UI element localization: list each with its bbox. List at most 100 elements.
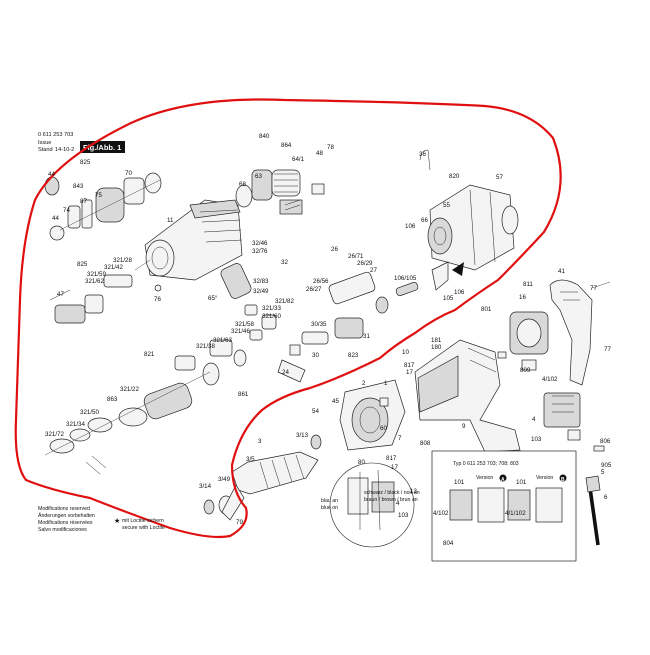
gear-parts-840: [235, 169, 325, 215]
label-30: 30: [312, 352, 319, 359]
label-26-29: 26/29: [357, 260, 373, 267]
label-44-a: 44: [48, 171, 55, 178]
label-321-62: 321/62: [85, 278, 104, 285]
version-b-badge: B: [561, 477, 565, 483]
label-861: 861: [238, 391, 249, 398]
label-321-33: 321/33: [262, 305, 281, 312]
label-77-b: 77: [604, 346, 611, 353]
wiring-detail-inset: [329, 462, 415, 548]
label-3-14: 3/14: [199, 483, 212, 490]
label-801: 801: [481, 306, 492, 313]
label-180: 180: [431, 344, 442, 351]
label-811: 811: [523, 281, 533, 288]
label-825-top: 825: [80, 159, 91, 166]
label-79: 79: [236, 519, 243, 526]
label-68: 68: [239, 181, 246, 188]
label-26-27: 26/27: [306, 286, 322, 293]
label-65-deg: 65°: [208, 295, 218, 302]
label-321-82: 321/82: [275, 298, 294, 305]
label-36: 36: [419, 151, 426, 158]
label-321-28: 321/28: [113, 257, 132, 264]
part-75: [123, 177, 145, 205]
label-321-22: 321/22: [120, 386, 139, 393]
label-3: 3: [258, 438, 262, 445]
handle-41: [549, 279, 611, 386]
callout-labels: 840 864 64/1 48 78 825 843 70 75 87 74 4…: [45, 133, 612, 547]
label-80: 80: [358, 459, 365, 466]
part-70-ring: [144, 172, 162, 194]
label-4: 4: [532, 416, 536, 423]
label-863: 863: [107, 396, 118, 403]
label-809: 809: [520, 367, 531, 374]
wire-blue-2: blue on: [321, 505, 338, 511]
label-3-13: 3/13: [296, 432, 309, 439]
switch-4: [543, 392, 581, 441]
label-32-76: 32/76: [252, 248, 268, 255]
label-75: 75: [95, 192, 102, 199]
label-45: 45: [332, 398, 339, 405]
label-808: 808: [420, 440, 431, 447]
label-17-a: 17: [406, 369, 413, 376]
version-a-badge: A: [501, 477, 505, 483]
label-32-49: 32/49: [253, 288, 269, 295]
label-26-56: 26/56: [313, 278, 329, 285]
label-103-b: 103: [398, 512, 409, 519]
label-864: 864: [281, 142, 292, 149]
footer-mod-4: Salvo modificaciones: [38, 527, 87, 533]
label-806: 806: [600, 438, 611, 445]
label-321-58: 321/58: [235, 321, 254, 328]
chuck-assembly: [44, 172, 162, 241]
wire-black-2: braun / brown / brun an: [364, 497, 418, 503]
label-4-102: 4/102: [542, 376, 558, 383]
wire-blue-1: blau an: [321, 498, 338, 504]
cable-6: [585, 445, 605, 546]
label-10: 10: [402, 349, 409, 356]
label-26-71: 26/71: [348, 253, 364, 260]
motor-cap-820: [419, 149, 519, 291]
label-5: 5: [601, 469, 605, 476]
label-106-105: 106/105: [394, 275, 417, 282]
label-26: 26: [331, 246, 338, 253]
label-905: 905: [601, 462, 612, 469]
gear-housing-11: [144, 199, 243, 281]
label-321-60: 321/60: [262, 313, 281, 320]
label-804: 804: [443, 540, 454, 547]
impact-mechanism: [174, 263, 419, 383]
label-55: 55: [443, 202, 450, 209]
label-87: 87: [80, 198, 87, 205]
label-101-b: 101: [516, 479, 527, 486]
label-30-35: 30/35: [311, 321, 327, 328]
intermediate-shaft-821: [44, 349, 247, 475]
label-101-a: 101: [454, 479, 465, 486]
label-11: 11: [167, 217, 174, 224]
label-9: 9: [462, 423, 466, 430]
type-line: Typ 0 611 253 703; 708; 803: [453, 461, 519, 467]
label-3-5: 3/5: [246, 456, 255, 463]
issue-date: 14-10-2: [55, 147, 74, 153]
label-321-63: 321/63: [213, 337, 232, 344]
label-103: 103: [531, 436, 542, 443]
label-48: 48: [316, 150, 323, 157]
switch-housing-801: [497, 311, 549, 371]
label-70: 70: [125, 170, 132, 177]
label-321-72: 321/72: [45, 431, 64, 438]
versions-inset-box: [431, 450, 577, 562]
part-44-ring: [49, 225, 65, 241]
label-4-102-b: 4/102: [433, 510, 449, 517]
label-47: 47: [57, 291, 64, 298]
label-77-a: 77: [590, 285, 597, 292]
label-32-46: 32/46: [252, 240, 268, 247]
label-817-a: 817: [404, 362, 415, 369]
label-321-59: 321/59: [87, 271, 106, 278]
label-105: 105: [443, 295, 454, 302]
part-44-dust-cap: [44, 176, 60, 196]
label-321-42: 321/42: [104, 264, 123, 271]
stator-45: [339, 379, 406, 451]
label-825-mid: 825: [77, 261, 88, 268]
label-823: 823: [348, 352, 359, 359]
label-321-38: 321/38: [196, 343, 215, 350]
wire-black-1: schwarz / black / noir an: [364, 490, 420, 496]
label-41: 41: [558, 268, 565, 275]
